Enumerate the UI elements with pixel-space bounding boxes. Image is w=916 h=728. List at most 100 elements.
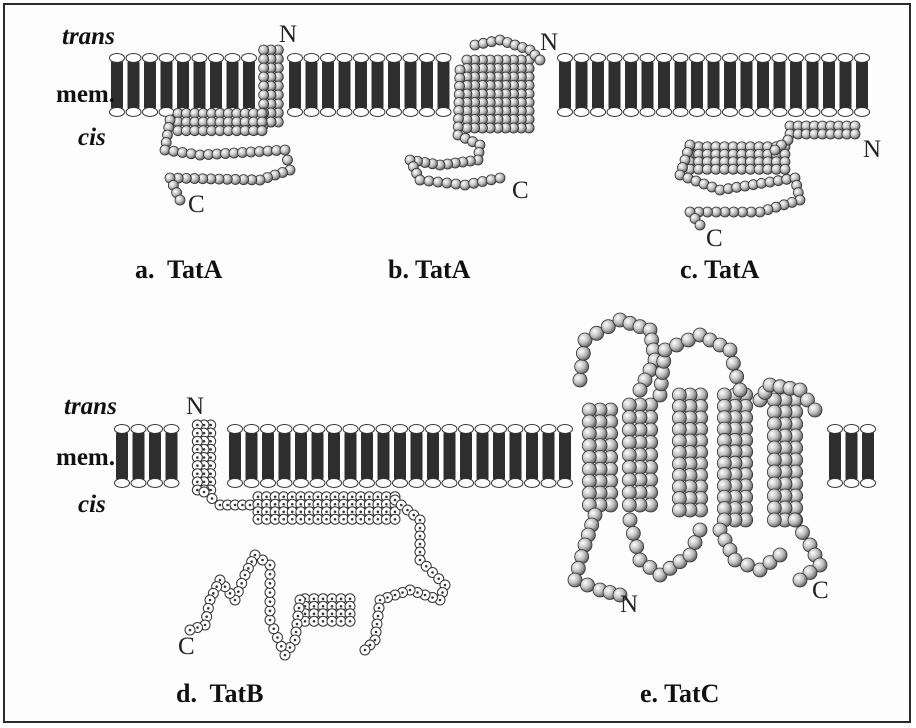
lipid-head [131, 425, 146, 434]
residue-center [441, 591, 444, 594]
panel-b-n-terminus: N [540, 29, 558, 56]
panel-c-c-terminus: C [706, 225, 723, 252]
lipid-head [343, 479, 358, 488]
residue-center [269, 619, 272, 622]
residue-center [224, 585, 227, 588]
lipid-tails [823, 60, 835, 110]
residue-center [379, 599, 382, 602]
residue [622, 486, 636, 500]
lipid-head [805, 108, 820, 117]
residue [683, 548, 697, 562]
residue [460, 180, 470, 190]
residue-center [419, 543, 422, 546]
residue-center [257, 510, 260, 513]
lipid-head [508, 479, 523, 488]
residue-center [325, 510, 328, 513]
lipid-tails [378, 431, 390, 481]
lipid-head [525, 425, 540, 434]
lipid-head [591, 108, 606, 117]
protein-residues [160, 35, 860, 660]
lipid-tails [227, 60, 239, 110]
residue [850, 129, 860, 139]
residue-center [419, 519, 422, 522]
panel-e-n-terminus: N [620, 591, 638, 618]
residue-center [265, 518, 268, 521]
residue-center [240, 582, 243, 585]
residue-center [205, 615, 208, 618]
residue-center [196, 626, 199, 629]
residue [451, 179, 461, 189]
lipid-tails [262, 431, 274, 481]
residue-center [300, 495, 303, 498]
lipid-head [756, 54, 771, 63]
residue-center [209, 481, 212, 484]
lipid-tails [133, 431, 145, 481]
lipid-head [143, 54, 158, 63]
membrane-e-right [828, 425, 876, 488]
residue-center [331, 597, 334, 600]
residue [280, 145, 290, 155]
lipid-tails [405, 60, 417, 110]
residue-center [257, 495, 260, 498]
lipid-head [861, 425, 876, 434]
lipid-tails [144, 60, 156, 110]
lipid-head [164, 479, 179, 488]
lipid-tails [691, 60, 703, 110]
lipid-head [370, 54, 385, 63]
residue-center [375, 631, 378, 634]
residue [581, 578, 595, 592]
residue-center [196, 432, 199, 435]
residue [259, 99, 269, 109]
panel-c-protein [675, 121, 860, 230]
residue-center [359, 518, 362, 521]
residue-center [368, 518, 371, 521]
residue-center [203, 481, 206, 484]
lipid-tails [829, 431, 841, 481]
residue-center [425, 565, 428, 568]
residue-center [431, 571, 434, 574]
residue [259, 63, 269, 73]
residue-center [419, 535, 422, 538]
lipid-head [475, 479, 490, 488]
residue-center [241, 504, 244, 507]
lipid-tails [846, 431, 858, 481]
lipid-head [525, 479, 540, 488]
lipid-head [310, 425, 325, 434]
residue-center [274, 503, 277, 506]
membrane-d-left [115, 425, 180, 488]
residue-center [204, 624, 207, 627]
residue-center [298, 607, 301, 610]
residue-center [269, 564, 272, 567]
residue [630, 540, 644, 554]
lipid-head [607, 54, 622, 63]
residue-center [297, 615, 300, 618]
residue-center [351, 518, 354, 521]
lipid-tails [295, 431, 307, 481]
panel-e-c-terminus: C [812, 577, 829, 604]
lipid-head [739, 108, 754, 117]
residue-center [377, 503, 380, 506]
lipid-head [558, 54, 573, 63]
lipid-tails [477, 431, 489, 481]
residue-center [419, 559, 422, 562]
lipid-head [673, 54, 688, 63]
lipid-head [844, 479, 859, 488]
residue-center [196, 440, 199, 443]
cis-label-bottom: cis [78, 491, 106, 518]
lipid-tails [388, 60, 400, 110]
residue [773, 548, 787, 562]
residue-center [331, 605, 334, 608]
panel-e-caption: e. TatC [640, 679, 719, 708]
lipid-head [244, 425, 259, 434]
residue [495, 173, 505, 183]
lipid-head [805, 54, 820, 63]
lipid-head [855, 54, 870, 63]
lipid-head [541, 479, 556, 488]
lipid-head [321, 54, 336, 63]
lipid-head [558, 108, 573, 117]
residue-center [269, 582, 272, 585]
residue [424, 176, 434, 186]
residue-center [215, 585, 218, 588]
lipid-head [828, 479, 843, 488]
residue-center [269, 600, 272, 603]
